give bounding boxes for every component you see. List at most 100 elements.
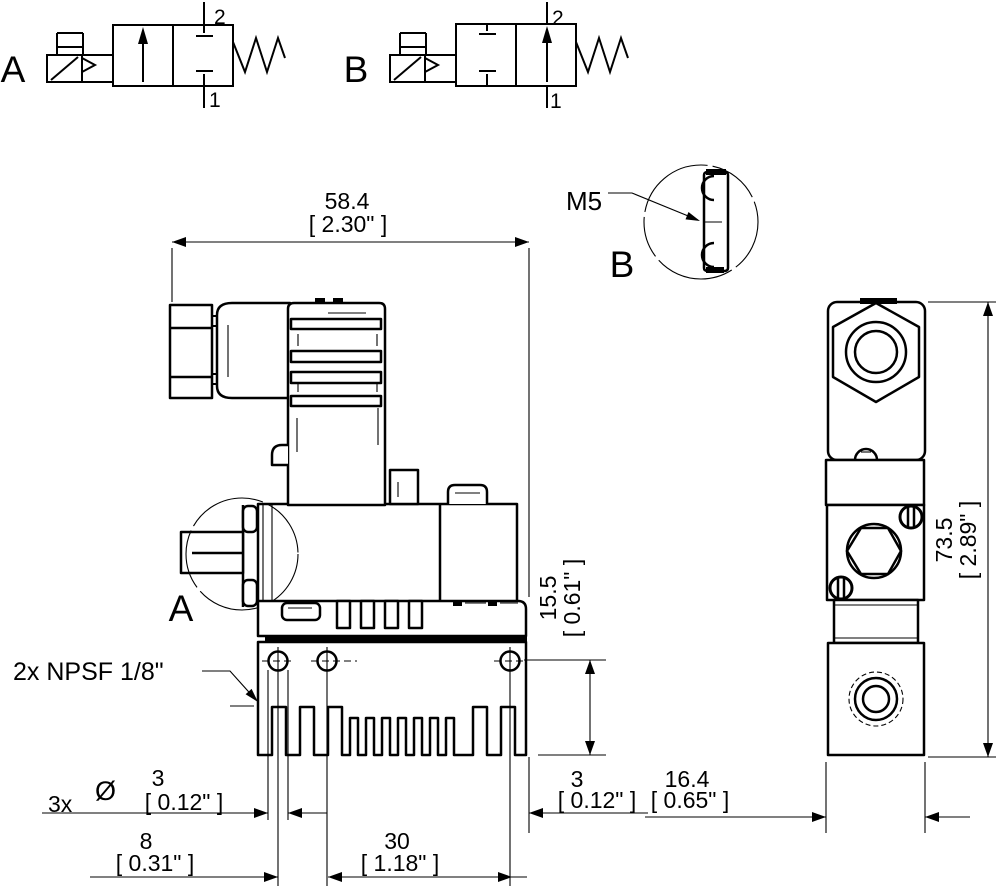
coil-terminal-1 bbox=[315, 298, 325, 304]
width-extension-lines bbox=[171, 248, 530, 597]
clip-top bbox=[700, 174, 715, 202]
depth-arrow-right bbox=[925, 812, 939, 822]
top-block bbox=[388, 468, 420, 506]
dimension-port-height: 15.5 [ 0.61" ] bbox=[524, 559, 606, 756]
adapter-mark-1 bbox=[453, 600, 462, 606]
edge-offset-in: [ 0.12" ] bbox=[558, 787, 637, 813]
adapter-slot-2 bbox=[359, 599, 376, 630]
pilot-triangle-b bbox=[424, 57, 441, 73]
schematic-symbol-b: B 2 1 bbox=[344, 2, 629, 113]
coil-front bbox=[824, 458, 926, 507]
spring-b bbox=[575, 34, 629, 76]
coil-band-ticks bbox=[297, 334, 378, 392]
height-extension-lines bbox=[928, 301, 996, 758]
body-inner-lines bbox=[262, 504, 273, 602]
diameter-symbol: Ø bbox=[95, 776, 116, 806]
solenoid-coil-b bbox=[389, 54, 426, 83]
pitch8-in: [ 0.31" ] bbox=[116, 850, 195, 876]
solenoid-coil-a bbox=[46, 54, 83, 83]
port-2-label-b: 2 bbox=[552, 7, 564, 30]
width-mm: 58.4 bbox=[325, 188, 370, 214]
top-tab bbox=[446, 483, 489, 504]
hole-dia-arrow-left bbox=[254, 808, 268, 818]
solenoid-diagonal-b bbox=[393, 56, 422, 81]
band-front bbox=[832, 598, 920, 645]
flow-arrowhead-a bbox=[138, 27, 148, 44]
screw-top-slot bbox=[906, 507, 916, 527]
dimension-pitch-8: 8 [ 0.31" ] bbox=[90, 828, 278, 882]
coil-fin-groove-3 bbox=[289, 370, 383, 385]
adapter-slot-3 bbox=[383, 599, 400, 630]
front-view bbox=[824, 298, 927, 757]
base-front bbox=[826, 641, 926, 757]
width-arrow-right bbox=[515, 237, 529, 247]
pitch8-mm: 8 bbox=[140, 828, 153, 854]
blocked-ports-a bbox=[196, 2, 213, 108]
hole-qty: 3x bbox=[48, 791, 73, 817]
gland-neck bbox=[212, 315, 218, 385]
edge-offset-mm: 3 bbox=[571, 766, 584, 792]
depth-arrow-left bbox=[812, 812, 826, 822]
detail-a-label: A bbox=[169, 588, 194, 629]
manifold-bottom-cap bbox=[706, 267, 724, 273]
dimension-pitch-30: 30 [ 1.18" ] bbox=[328, 828, 527, 882]
pitch30-arrow-right bbox=[498, 872, 512, 882]
solenoid-diagonal-a bbox=[50, 56, 79, 81]
yoke-ticks bbox=[296, 408, 379, 452]
port-height-extension-lines bbox=[524, 659, 606, 756]
gland-flats bbox=[170, 326, 212, 379]
flow-arrowhead-b bbox=[542, 26, 552, 43]
spring-a bbox=[232, 34, 286, 76]
port-circle-outer bbox=[853, 676, 899, 722]
depth-mm: 16.4 bbox=[665, 766, 710, 792]
width-arrow-left bbox=[172, 237, 186, 247]
gland-hex-front bbox=[831, 301, 921, 404]
screw-bottom-left bbox=[828, 575, 854, 601]
band-lines bbox=[834, 604, 918, 639]
actuator-link-b bbox=[425, 54, 456, 83]
solenoid-armature-a bbox=[56, 32, 84, 55]
override-dome-front bbox=[853, 447, 879, 461]
solenoid-armature-b bbox=[399, 32, 427, 55]
gland-circle-inner bbox=[853, 329, 899, 375]
depth-in: [ 0.65" ] bbox=[651, 787, 730, 813]
dimension-width: 58.4 [ 2.30" ] bbox=[171, 188, 530, 597]
pilot-triangle-a bbox=[81, 57, 98, 73]
coil-fin-groove-1 bbox=[289, 317, 383, 331]
port-1-label-b: 1 bbox=[550, 90, 562, 113]
width-in: [ 2.30" ] bbox=[309, 211, 388, 237]
pitch30-mm: 30 bbox=[384, 828, 410, 854]
pitch30-in: [ 1.18" ] bbox=[361, 850, 440, 876]
pitch8-arrow bbox=[264, 872, 278, 882]
port-circle-inner bbox=[861, 684, 891, 714]
thread-leader bbox=[608, 192, 699, 221]
screw-bottom-slot bbox=[836, 578, 846, 598]
override-dome-side bbox=[270, 443, 288, 467]
schematic-symbol-a: A 2 1 bbox=[1, 2, 286, 112]
detail-circle-a bbox=[185, 497, 299, 611]
port-height-arrow-top bbox=[585, 660, 595, 674]
height-arrow-top bbox=[983, 302, 993, 316]
din-connector-body bbox=[215, 301, 292, 400]
detail-b-label: B bbox=[610, 244, 635, 285]
dimension-height: 73.5 [ 2.89" ] bbox=[928, 301, 996, 758]
height-arrow-bottom bbox=[983, 743, 993, 757]
dimension-edge-offset: 3 [ 0.12" ] bbox=[528, 757, 648, 833]
dimensions: 58.4 [ 2.30" ] 73.5 [ 2.89" ] 15.5 [ 0.6… bbox=[13, 188, 996, 882]
base-block bbox=[256, 640, 528, 757]
symbol-a-label: A bbox=[1, 49, 26, 90]
ports-note: 2x NPSF 1/8" bbox=[13, 658, 164, 686]
thread-callout: M5 bbox=[566, 186, 602, 216]
coil-fin-groove-2 bbox=[289, 349, 383, 364]
port-1-label-a: 1 bbox=[209, 89, 221, 112]
valve-body-block bbox=[256, 502, 519, 604]
ports-callout: 2x NPSF 1/8" bbox=[13, 658, 258, 707]
hole-dia-arrow-right bbox=[288, 808, 302, 818]
blocked-ports-b bbox=[479, 24, 496, 86]
adapter-mark-2 bbox=[488, 600, 497, 606]
coil-fin-groove-4 bbox=[289, 394, 383, 408]
hole-dia-mm: 3 bbox=[152, 765, 165, 791]
dimension-hole-diameter: 3x Ø 3 [ 0.12" ] bbox=[42, 765, 327, 818]
